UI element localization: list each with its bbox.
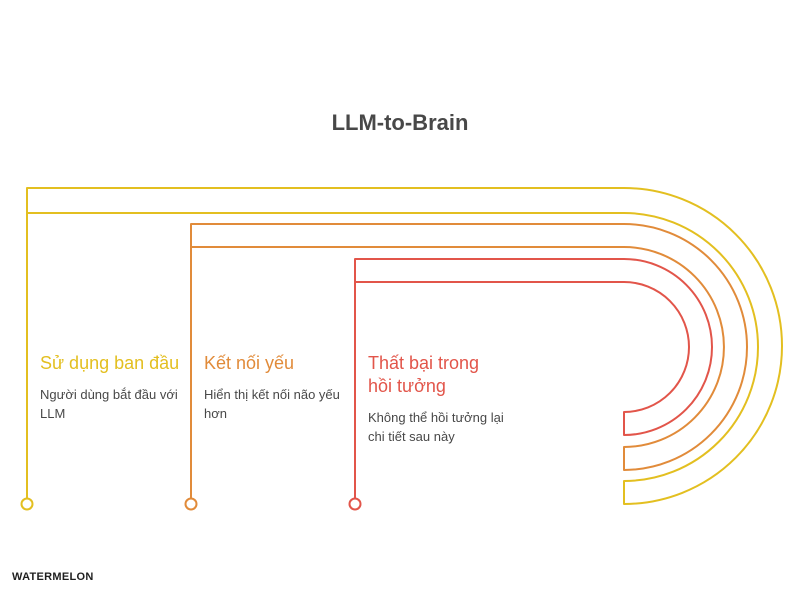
step-3-heading: Thất bại trong hồi tưởng bbox=[368, 353, 480, 396]
step-3-description: Không thể hồi tưởng lại chi tiết sau này bbox=[368, 410, 504, 444]
diagram-title: LLM-to-Brain bbox=[331, 110, 469, 135]
step-2-path bbox=[190, 223, 748, 498]
step-1-marker bbox=[20, 497, 34, 511]
brand-logo: WATERMELON bbox=[12, 571, 94, 583]
step-3-marker bbox=[348, 497, 362, 511]
step-2-heading: Kết nối yếu bbox=[204, 353, 295, 373]
step-1-block: Sử dụng ban đầu Người dùng bắt đầu với L… bbox=[40, 352, 190, 423]
step-1-path bbox=[26, 187, 783, 505]
step-2-marker bbox=[184, 497, 198, 511]
step-1-heading: Sử dụng ban đầu bbox=[40, 353, 180, 373]
step-3-block: Thất bại trong hồi tưởng Không thể hồi t… bbox=[368, 352, 508, 446]
step-1-description: Người dùng bắt đầu với LLM bbox=[40, 387, 178, 421]
step-3-path bbox=[354, 258, 713, 498]
step-2-description: Hiển thị kết nối não yếu hơn bbox=[204, 387, 340, 421]
step-2-block: Kết nối yếu Hiển thị kết nối não yếu hơn bbox=[204, 352, 354, 423]
